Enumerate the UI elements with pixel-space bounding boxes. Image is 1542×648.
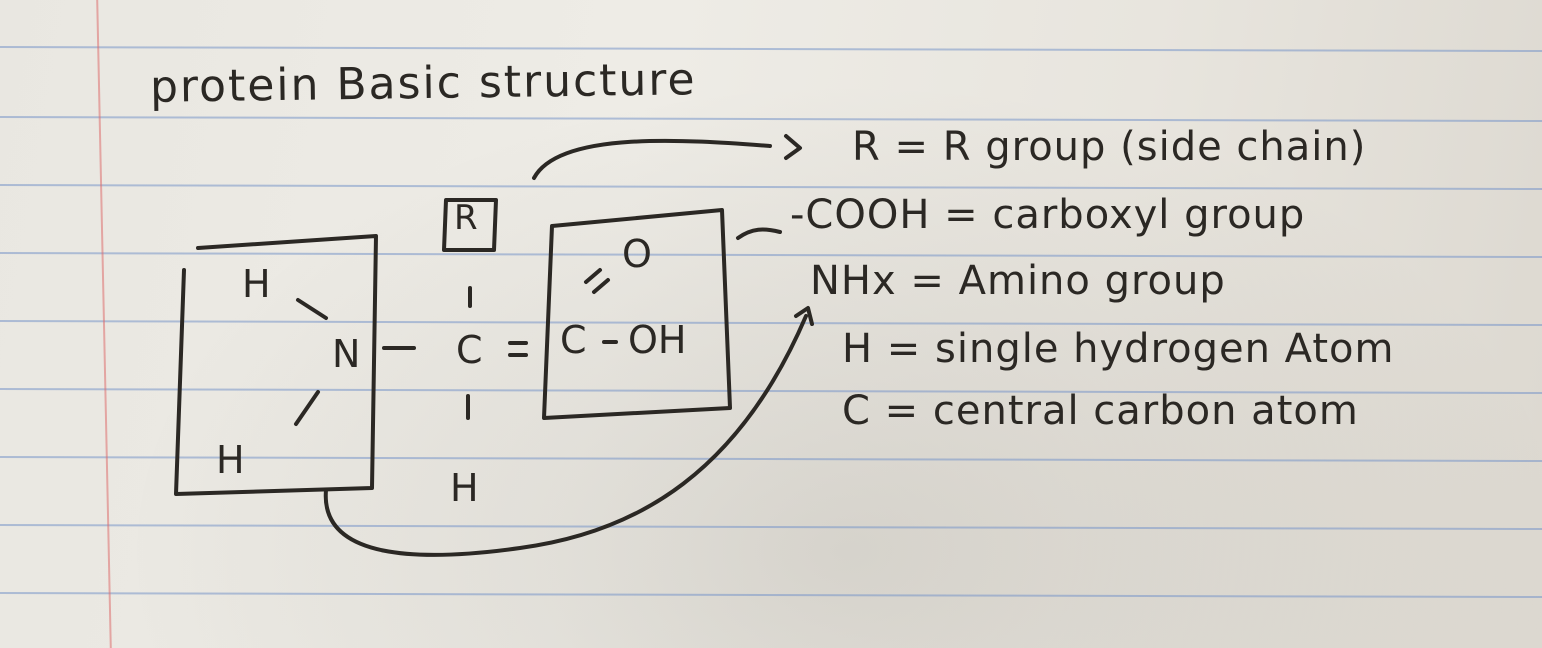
double-bond-2 [592,278,610,294]
amine-arrow [323,314,808,557]
amine-box [174,234,378,496]
r-box [442,198,498,252]
legend-hydrogen: H = single hydrogen Atom [842,326,1395,372]
carboxyl-c: C [560,318,587,362]
carboxyl-o: O [622,232,652,276]
bond-n-h [294,390,320,426]
bottom-h: H [450,466,479,510]
legend-carboxyl: -COOH = carboxyl group [790,192,1306,238]
carboxyl-arrow [736,227,782,240]
legend-r-group: R = R group (side chain) [852,124,1367,170]
amine-h-bottom: H [216,438,245,482]
legend-carbon: C = central carbon atom [842,388,1359,434]
amine-n: N [332,332,361,376]
carboxyl-oh: OH [628,318,687,362]
r-arrow [532,138,772,180]
amine-arrow-head [794,306,814,326]
legend-amino: NHx = Amino group [810,258,1226,304]
r-arrow-head [784,134,802,160]
carboxyl-box [542,208,732,420]
double-bond-1 [584,268,602,284]
amine-h-top: H [242,262,271,306]
central-c: C [456,328,483,372]
bond-h-n [296,298,328,320]
r-group-label: R [454,198,478,238]
